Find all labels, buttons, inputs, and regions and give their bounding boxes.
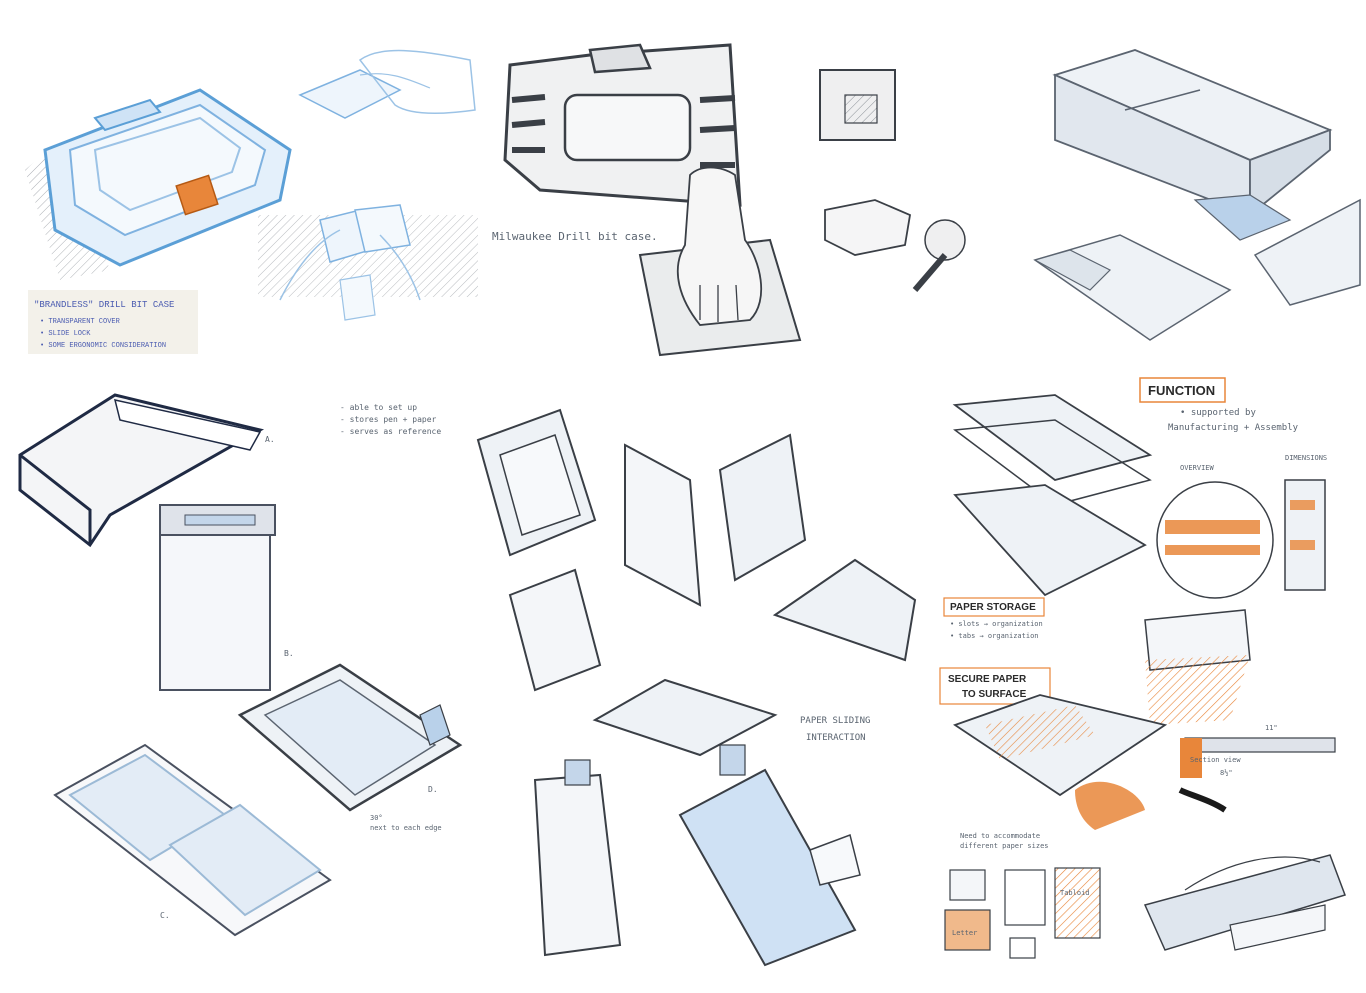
hands-opening-case-sketch	[258, 204, 478, 321]
paper-sliding-label-1: PAPER SLIDING	[800, 716, 870, 726]
paper-storage-label: PAPER STORAGE	[950, 602, 1036, 613]
svg-text:• tabs → organization: • tabs → organization	[950, 632, 1039, 640]
svg-text:next to each edge: next to each edge	[370, 824, 442, 832]
drill-case-notes: "BRANDLESS" DRILL BIT CASE • TRANSPARENT…	[28, 290, 198, 354]
paper-sliding-label-2: INTERACTION	[806, 733, 866, 743]
small-case-sketches	[819, 69, 966, 292]
panel-clipboard: - able to set up - stores pen + paper - …	[18, 393, 463, 937]
svg-text:• supported by: • supported by	[1180, 408, 1256, 418]
panel-brandless-drill-case: "BRANDLESS" DRILL BIT CASE • TRANSPARENT…	[25, 49, 478, 354]
svg-text:Letter: Letter	[952, 929, 977, 937]
svg-text:• slots → organization: • slots → organization	[950, 620, 1043, 628]
svg-text:Section view: Section view	[1190, 756, 1241, 764]
svg-text:• SLIDE LOCK: • SLIDE LOCK	[40, 330, 91, 338]
svg-text:Tabloid: Tabloid	[1060, 889, 1090, 897]
upright-clipboard-sketch	[159, 524, 271, 691]
svg-text:D.: D.	[428, 785, 438, 794]
svg-text:TO SURFACE: TO SURFACE	[962, 689, 1027, 700]
svg-text:B.: B.	[284, 649, 294, 658]
hand-on-case-sketch	[638, 166, 802, 357]
svg-text:OVERVIEW: OVERVIEW	[1180, 464, 1215, 472]
panel-function: FUNCTION • supported by Manufacturing + …	[939, 377, 1346, 959]
svg-text:SECURE PAPER: SECURE PAPER	[948, 674, 1027, 685]
svg-text:- serves as reference: - serves as reference	[340, 427, 441, 436]
slide-lock-latch	[175, 174, 219, 216]
panel-milwaukee-case: Milwaukee Drill bit case.	[492, 43, 966, 357]
slide-direction-arrow	[1193, 194, 1292, 241]
detail-callout	[1156, 481, 1274, 599]
hand-holding-case-sketch	[298, 49, 476, 119]
svg-text:A.: A.	[265, 435, 275, 444]
drill-case-title: "BRANDLESS" DRILL BIT CASE	[34, 300, 174, 310]
panel-sliding-tray	[1033, 49, 1361, 341]
svg-text:• TRANSPARENT COVER: • TRANSPARENT COVER	[40, 318, 121, 326]
svg-text:11": 11"	[1265, 724, 1278, 732]
svg-text:30°: 30°	[370, 814, 383, 822]
svg-text:• SOME ERGONOMIC CONSIDERATION: • SOME ERGONOMIC CONSIDERATION	[40, 342, 166, 350]
svg-text:- able to set up: - able to set up	[340, 403, 417, 412]
svg-text:different paper sizes: different paper sizes	[960, 842, 1049, 850]
panel-paper-sliding: PAPER SLIDING INTERACTION	[476, 408, 917, 967]
svg-text:8½": 8½"	[1220, 769, 1233, 777]
svg-text:C.: C.	[160, 911, 170, 920]
svg-text:Need to accommodate: Need to accommodate	[960, 832, 1040, 840]
svg-text:Manufacturing + Assembly: Manufacturing + Assembly	[1168, 423, 1299, 433]
svg-text:DIMENSIONS: DIMENSIONS	[1285, 454, 1327, 462]
function-title: FUNCTION	[1148, 383, 1215, 398]
milwaukee-caption: Milwaukee Drill bit case.	[492, 230, 658, 243]
svg-text:- stores pen + paper: - stores pen + paper	[340, 415, 437, 424]
